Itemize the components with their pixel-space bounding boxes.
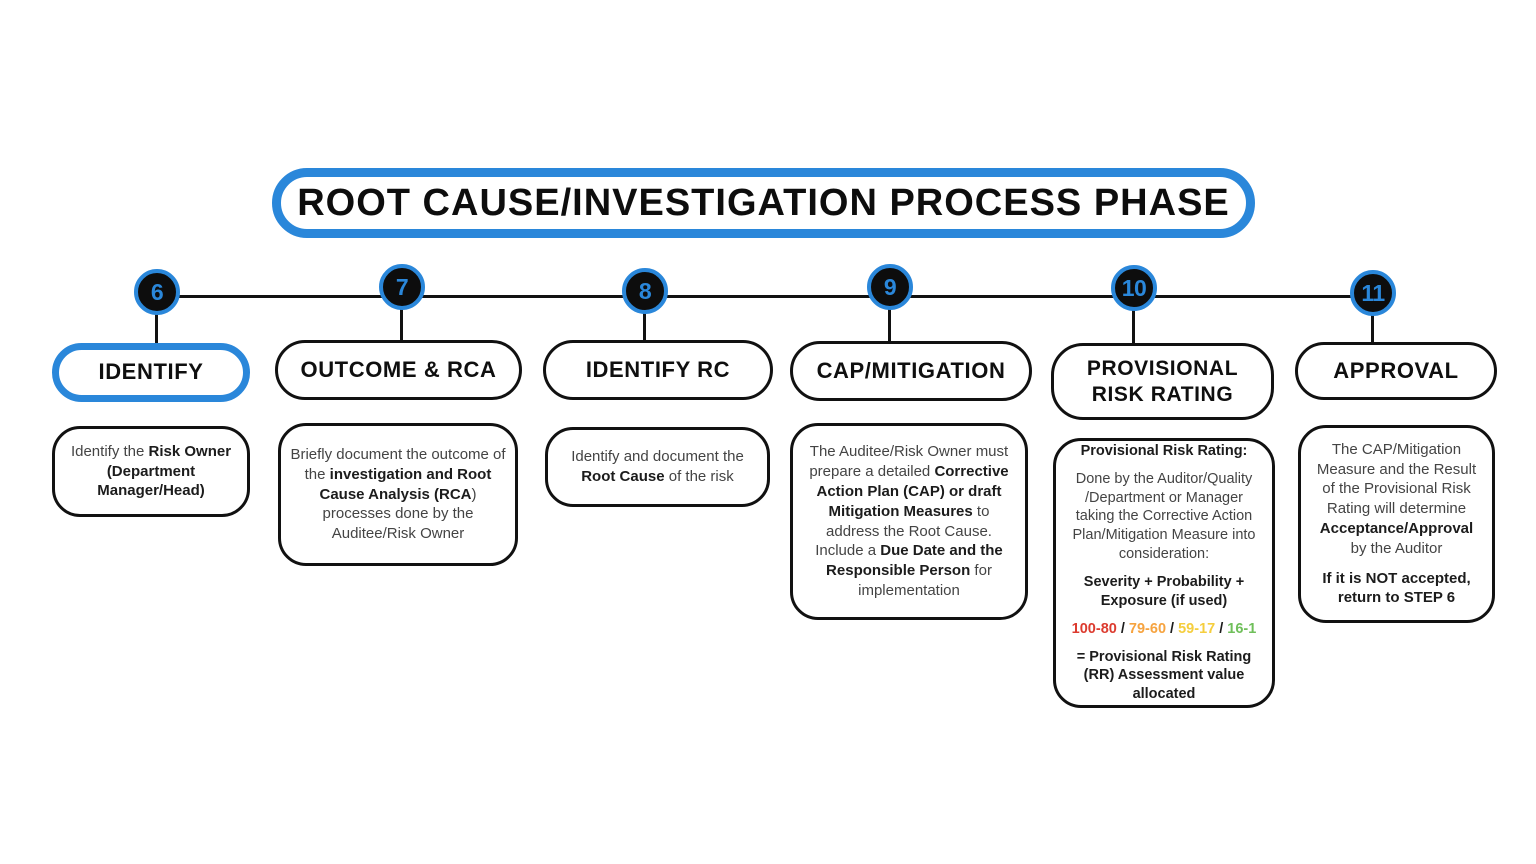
- step-label-identify-rc: IDENTIFY RC: [543, 340, 773, 400]
- step-description-identify: Identify the Risk Owner (Department Mana…: [52, 426, 250, 517]
- step-connector-vertical: [1371, 314, 1374, 342]
- step-description-cap-mitigation: The Auditee/Risk Owner must prepare a de…: [790, 423, 1028, 620]
- step-number-badge: 8: [622, 268, 668, 314]
- step-connector-vertical: [888, 308, 891, 341]
- step-number-badge: 10: [1111, 265, 1157, 311]
- step-number: 11: [1361, 279, 1385, 306]
- page-title: ROOT CAUSE/INVESTIGATION PROCESS PHASE: [297, 181, 1230, 224]
- step-description-provisional-risk-rating: Provisional Risk Rating:Done by the Audi…: [1053, 438, 1275, 708]
- step-connector-vertical: [643, 312, 646, 340]
- step-connector-vertical: [400, 308, 403, 340]
- step-label: APPROVAL: [1333, 357, 1459, 383]
- step-number-badge: 6: [134, 269, 180, 315]
- step-number-badge: 11: [1350, 270, 1396, 316]
- step-label-cap-mitigation: CAP/MITIGATION: [790, 341, 1032, 401]
- step-description-outcome-rca: Briefly document the outcome of the inve…: [278, 423, 518, 566]
- step-number-badge: 9: [867, 264, 913, 310]
- timeline-connector-line: [157, 295, 1373, 298]
- step-description-approval: The CAP/Mitigation Measure and the Resul…: [1298, 425, 1495, 623]
- step-label-provisional-risk-rating: PROVISIONAL RISK RATING: [1051, 343, 1274, 420]
- step-label: OUTCOME & RCA: [300, 356, 497, 382]
- step-label-identify: IDENTIFY: [52, 343, 250, 402]
- page-title-pill: ROOT CAUSE/INVESTIGATION PROCESS PHASE: [272, 168, 1255, 238]
- step-number: 8: [638, 277, 652, 304]
- step-label: IDENTIFY: [98, 359, 204, 385]
- step-number-badge: 7: [379, 264, 425, 310]
- step-label-outcome-rca: OUTCOME & RCA: [275, 340, 522, 400]
- step-number: 10: [1121, 274, 1147, 301]
- step-description-identify-rc: Identify and document the Root Cause of …: [545, 427, 770, 507]
- step-connector-vertical: [1132, 309, 1135, 343]
- step-number: 7: [395, 273, 409, 300]
- step-connector-vertical: [155, 313, 158, 343]
- step-label: PROVISIONAL RISK RATING: [1086, 356, 1239, 406]
- step-label-approval: APPROVAL: [1295, 342, 1497, 400]
- step-label: IDENTIFY RC: [585, 356, 731, 382]
- step-number: 6: [150, 278, 164, 305]
- step-label: CAP/MITIGATION: [816, 357, 1006, 383]
- step-number: 9: [883, 273, 897, 300]
